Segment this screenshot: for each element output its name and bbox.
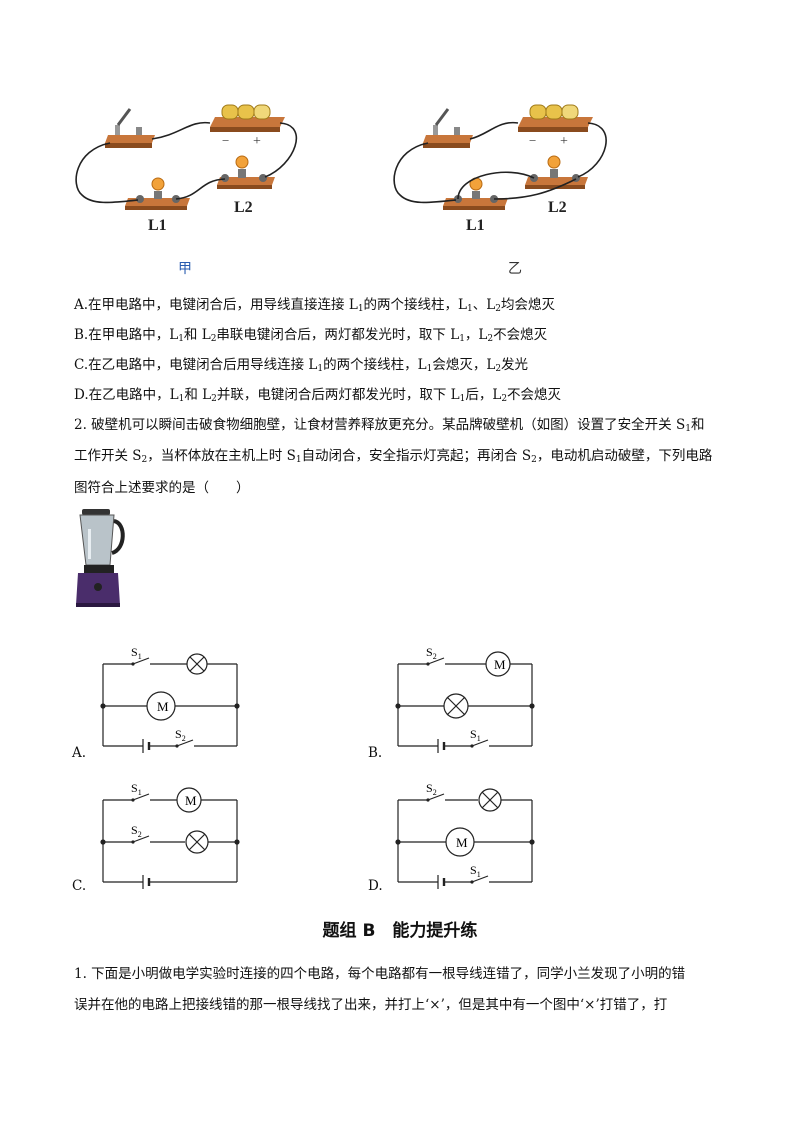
battery-minus-label-yi: − <box>529 133 536 148</box>
option-b-label: B. <box>368 745 383 761</box>
motor-label: M <box>157 699 169 714</box>
q1-option-a: A.在甲电路中，电键闭合后，用导线直接连接 L1的两个接线柱，L1、L2均会熄灭 <box>74 297 555 314</box>
switch-label-s2: S2 <box>175 727 186 743</box>
q1-option-d: D.在乙电路中，L1和 L2并联，电键闭合后两灯都发光时，取下 L1后，L2不会… <box>74 387 562 404</box>
battery-minus-label: − <box>222 133 229 148</box>
lamp-l2-label-yi: L2 <box>548 199 567 216</box>
q3-stem-line-1: 1. 下面是小明做电学实验时连接的四个电路，每个电路都有一根导线连错了，同学小兰… <box>74 966 686 982</box>
circuit-option-d: M S2 S1 <box>390 778 540 890</box>
q2-stem-line-2: 工作开关 S2，当杯体放在主机上时 S1自动闭合，安全指示灯亮起；再闭合 S2，… <box>74 448 713 465</box>
circuit-jia: − + L1 L2 甲 <box>75 104 298 277</box>
q1-option-b: B.在甲电路中，L1和 L2串联电键闭合后，两灯都发光时，取下 L1，L2不会熄… <box>74 327 548 344</box>
switch-label-s2: S2 <box>426 781 437 797</box>
circuit-option-c: M S1 S2 <box>95 778 245 890</box>
section-heading: 题组 B 能力提升练 <box>322 921 478 941</box>
motor-label: M <box>456 835 468 850</box>
switch-label-s1: S1 <box>470 863 481 879</box>
caption-yi: 乙 <box>508 261 522 277</box>
q2-stem-line-3: 图符合上述要求的是（ ） <box>74 480 250 496</box>
lamp-l1-label-yi: L1 <box>466 217 485 234</box>
motor-label: M <box>494 657 506 672</box>
circuit-yi: − + L1 L2 乙 <box>393 104 607 277</box>
switch-label-s1: S1 <box>131 645 142 661</box>
switch-label-s2: S2 <box>131 823 142 839</box>
figure-circuits-jia-yi: − + L1 L2 甲 − + <box>70 95 610 280</box>
circuit-option-b: M S2 S1 <box>390 642 540 754</box>
switch-label-s1: S1 <box>131 781 142 797</box>
lamp-l2-label-jia: L2 <box>234 199 253 216</box>
switch-label-s2: S2 <box>426 645 437 661</box>
q3-stem-line-2: 误并在他的电路上把接线错的那一根导线找了出来，并打上‘×’，但是其中有一个图中‘… <box>74 997 668 1013</box>
q1-option-c: C.在乙电路中，电键闭合后用导线连接 L1的两个接线柱，L1会熄灭，L2发光 <box>74 357 529 374</box>
blender-image <box>72 505 128 609</box>
q2-stem-line-1: 2. 破壁机可以瞬间击破食物细胞壁，让食材营养释放更充分。某品牌破壁机（如图）设… <box>74 417 705 434</box>
circuit-option-a: M S1 S2 <box>95 642 245 754</box>
option-a-label: A. <box>72 745 87 761</box>
option-c-label: C. <box>72 878 87 894</box>
battery-plus-label-yi: + <box>560 134 568 149</box>
switch-label-s1: S1 <box>470 727 481 743</box>
option-d-label: D. <box>368 878 383 894</box>
lamp-l1-label-jia: L1 <box>148 217 167 234</box>
caption-jia: 甲 <box>178 261 192 277</box>
battery-plus-label: + <box>253 134 261 149</box>
motor-label: M <box>185 793 197 808</box>
